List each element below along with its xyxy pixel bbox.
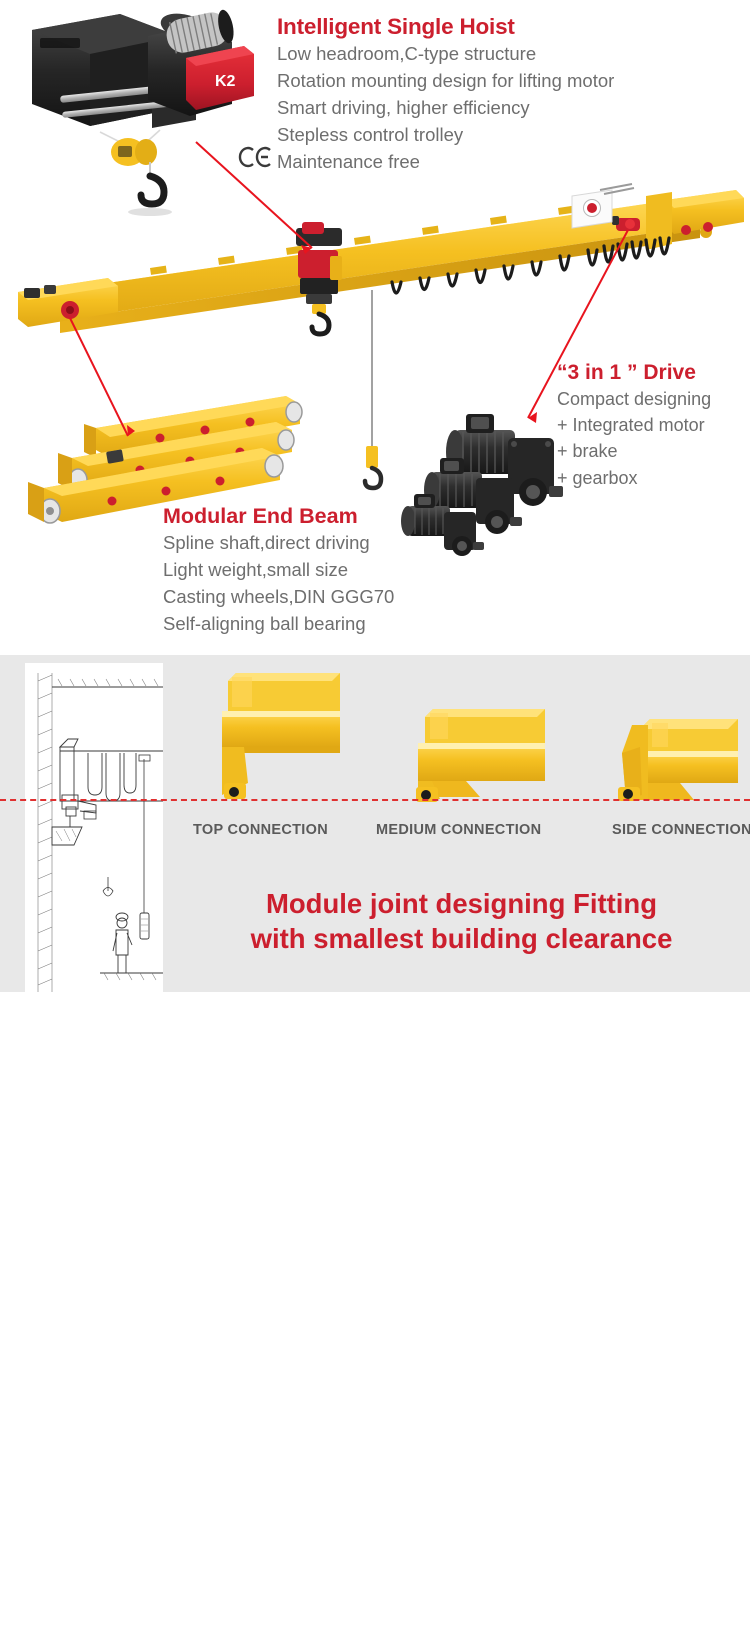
girder-hoist-trolley xyxy=(296,222,342,337)
leader-arrowheads xyxy=(127,245,537,436)
label-side-connection: SIDE CONNECTION xyxy=(612,822,750,838)
ce-mark-icon xyxy=(238,145,278,169)
top-illustrations: K2 xyxy=(18,9,744,556)
label-medium-connection: MEDIUM CONNECTION xyxy=(376,822,542,838)
end-beam-feature-line: Light weight,small size xyxy=(163,559,349,581)
drive-feature-line: + brake xyxy=(557,441,618,462)
crane-girder-illustration xyxy=(18,183,744,491)
hoist-brand-label: K2 xyxy=(215,73,236,90)
hoist-feature-line: Maintenance free xyxy=(277,151,420,173)
drive-feature-line: Compact designing xyxy=(557,388,712,409)
bottom-headline-line2: with smallest building clearance xyxy=(250,923,673,955)
drive-feature-line: + Integrated motor xyxy=(557,414,705,435)
end-beam-text-block: Modular End Beam Spline shaft,direct dri… xyxy=(163,504,394,636)
hoist-heading: Intelligent Single Hoist xyxy=(277,14,515,39)
hoist-text-block: Intelligent Single Hoist Low headroom,C-… xyxy=(277,14,614,174)
drive-heading: “3 in 1 ” Drive xyxy=(557,361,696,384)
bottom-section xyxy=(0,655,750,992)
cad-drawing-panel xyxy=(25,1318,163,1647)
festoon-trolley xyxy=(612,216,640,231)
drive-feature-line: + gearbox xyxy=(557,467,638,488)
connection-labels-row: TOP CONNECTION MEDIUM CONNECTION SIDE CO… xyxy=(0,822,750,846)
bottom-headline-line1: Module joint designing Fitting xyxy=(265,888,658,919)
control-panel xyxy=(571,183,635,229)
hoist-feature-line: Low headroom,C-type structure xyxy=(277,43,537,65)
human-scale-figure xyxy=(112,912,133,973)
hoist-feature-line: Rotation mounting design for lifting mot… xyxy=(277,70,615,92)
hoist-feature-line: Stepless control trolley xyxy=(277,124,464,146)
gearmotor-illustration xyxy=(401,414,563,556)
hoist-feature-line: Smart driving, higher efficiency xyxy=(277,97,530,119)
infographic-page: K2 xyxy=(0,0,750,992)
end-beam-illustration xyxy=(28,396,303,524)
end-beam-feature-line: Casting wheels,DIN GGG70 xyxy=(163,586,395,608)
hoist-photo-illustration: K2 xyxy=(32,9,254,216)
datum-reference-line xyxy=(0,799,750,801)
end-beam-feature-line: Self-aligning ball bearing xyxy=(163,613,366,635)
top-section: K2 xyxy=(0,0,750,655)
end-beam-feature-line: Spline shaft,direct driving xyxy=(163,532,370,554)
bottom-headline: Module joint designing Fitting with smal… xyxy=(189,886,734,956)
medium-connection-render xyxy=(416,709,545,802)
leader-lines xyxy=(69,141,629,437)
leader-line-end-beam xyxy=(69,317,129,437)
top-connection-render xyxy=(222,673,340,799)
end-beam-heading: Modular End Beam xyxy=(163,504,358,528)
drive-text-block: “3 in 1 ” Drive Compact designing + Inte… xyxy=(557,361,711,490)
leader-line-hoist xyxy=(195,141,313,249)
building-section-drawing xyxy=(37,673,163,992)
bottom-illustrations xyxy=(25,663,738,992)
side-connection-render xyxy=(618,719,738,801)
leader-line-drive xyxy=(527,229,629,419)
label-top-connection: TOP CONNECTION xyxy=(193,822,328,838)
